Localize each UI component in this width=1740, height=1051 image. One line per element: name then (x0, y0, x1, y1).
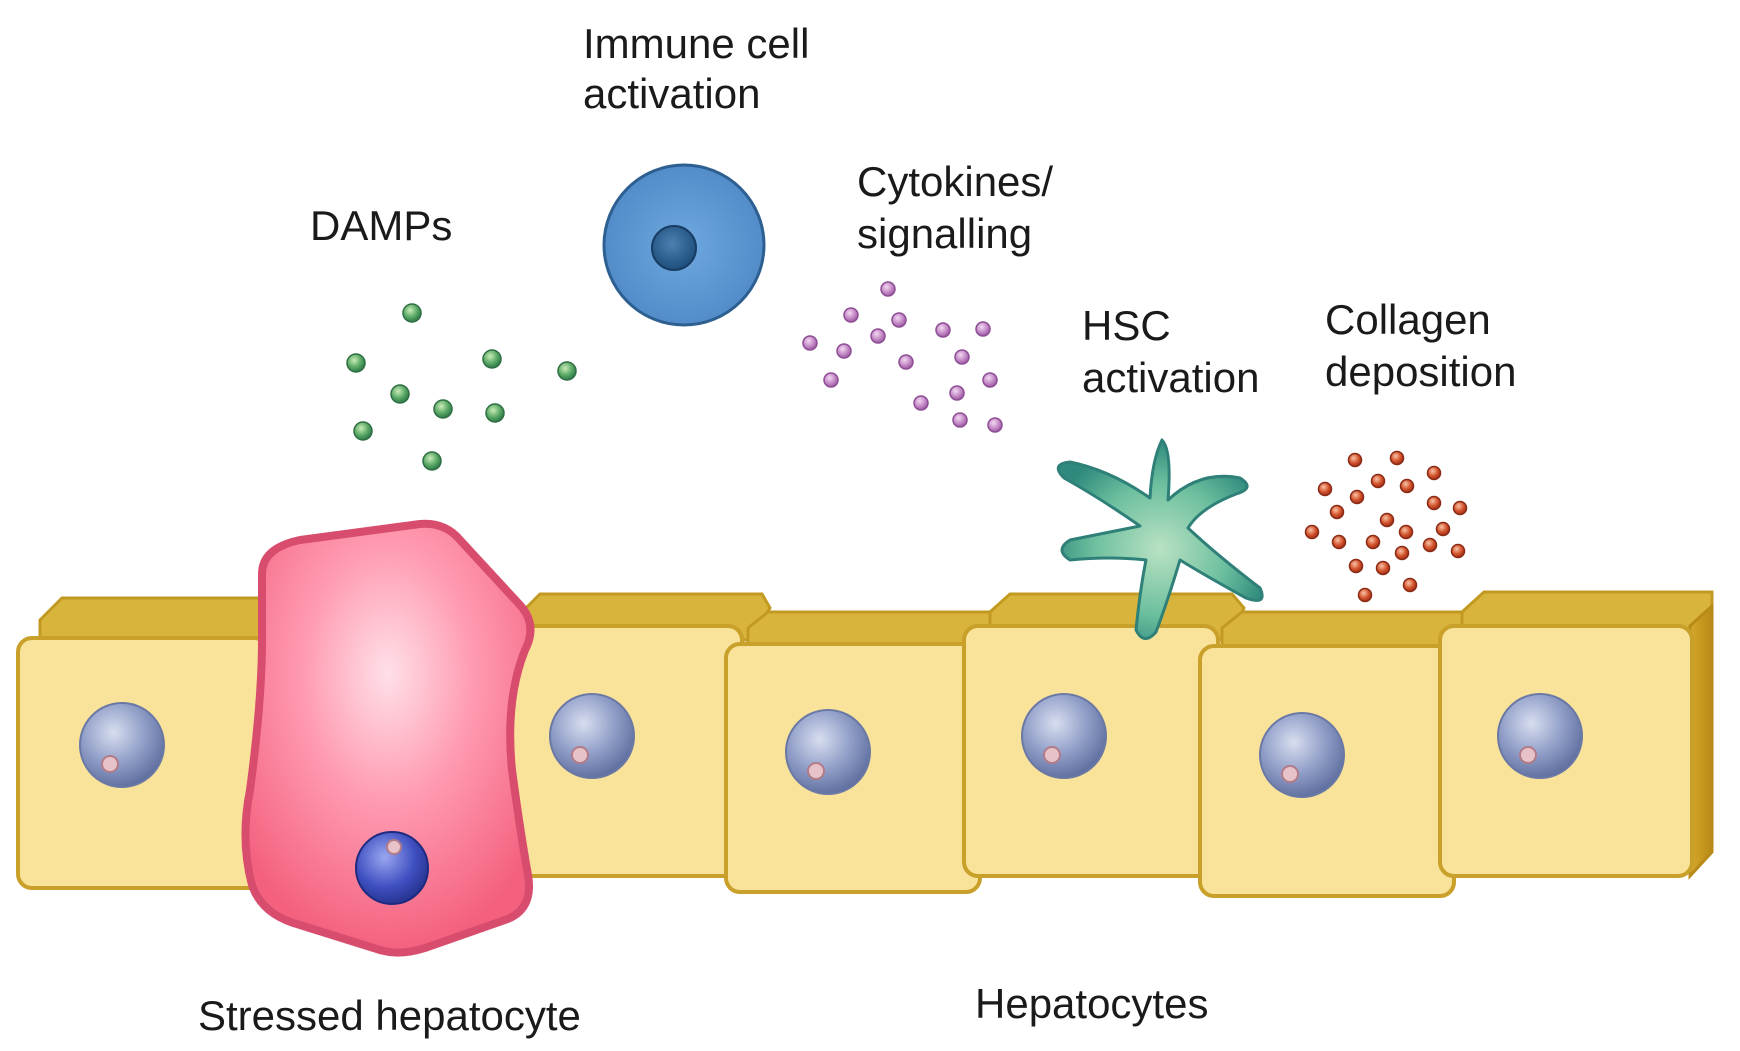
collagen-particle (1435, 521, 1451, 537)
collagen-particle (1347, 452, 1363, 468)
cytokines-label-line1: Cytokines/ (857, 158, 1053, 205)
collagen-particle (1450, 543, 1466, 559)
hsc-label-line2: activation (1082, 354, 1259, 401)
collagen-particle (1398, 524, 1414, 540)
cytokine-particle (952, 412, 968, 428)
collagen-particle (1426, 465, 1442, 481)
hepatocyte-cell (1198, 610, 1472, 898)
damp-particle (353, 421, 373, 441)
collagen-particle (1375, 560, 1391, 576)
damps-label: DAMPs (310, 202, 452, 249)
damp-particle (433, 399, 453, 419)
collagen-particle (1379, 512, 1395, 528)
nucleus (355, 831, 429, 905)
collagen-particle (1402, 577, 1418, 593)
cytokine-particle (913, 395, 929, 411)
hsc-label-line1: HSC (1082, 302, 1171, 349)
cytokine-particle (982, 372, 998, 388)
collagen-particle (1394, 545, 1410, 561)
cytokine-particle (843, 307, 859, 323)
cytokine-particle (949, 385, 965, 401)
nucleus (1021, 693, 1107, 779)
collagen-particle (1399, 478, 1415, 494)
collagen-label-line1: Collagen (1325, 296, 1491, 343)
cytokine-particle (975, 321, 991, 337)
damp-particle (485, 403, 505, 423)
cytokine-particle (870, 328, 886, 344)
damp-particle (482, 349, 502, 369)
cytokines-label-line2: signalling (857, 210, 1032, 257)
stressed-hepatocyte (241, 519, 535, 957)
collagen-particle (1452, 500, 1468, 516)
nucleus (1497, 693, 1583, 779)
collagen-particle (1329, 504, 1345, 520)
nucleus (1259, 712, 1345, 798)
damp-particle (557, 361, 577, 381)
collagen-particle (1349, 489, 1365, 505)
collagen-particles (1304, 450, 1468, 603)
collagen-particle (1317, 481, 1333, 497)
cytokine-particle (954, 349, 970, 365)
immune-cell-label-line1: Immune cell (583, 20, 809, 67)
cytokine-particle (987, 417, 1003, 433)
collagen-particle (1426, 495, 1442, 511)
nucleus (785, 709, 871, 795)
collagen-particle (1370, 473, 1386, 489)
collagen-particle (1348, 558, 1364, 574)
damp-particle (346, 353, 366, 373)
hepatocyte-cell (16, 596, 272, 890)
nucleus (549, 693, 635, 779)
damp-particle (390, 384, 410, 404)
collagen-particle (1422, 537, 1438, 553)
collagen-particle (1389, 450, 1405, 466)
hepatocyte-cell (962, 592, 1246, 878)
stressed-hepatocyte-label: Stressed hepatocyte (198, 992, 581, 1039)
cytokine-particles (802, 281, 1003, 433)
hepatocyte-cell (490, 592, 772, 878)
cytokine-particle (891, 312, 907, 328)
hepatic-stellate-cell (1056, 438, 1264, 640)
collagen-particle (1357, 587, 1373, 603)
cytokine-particle (836, 343, 852, 359)
damp-particles (346, 303, 577, 471)
hepatocyte-cell (724, 610, 1002, 894)
damp-particle (422, 451, 442, 471)
collagen-particle (1304, 524, 1320, 540)
cytokine-particle (898, 354, 914, 370)
collagen-particle (1365, 534, 1381, 550)
hepatocytes-label: Hepatocytes (975, 980, 1208, 1027)
damp-particle (402, 303, 422, 323)
collagen-label-line2: deposition (1325, 348, 1516, 395)
immune-cell (602, 163, 766, 327)
nucleus (79, 702, 165, 788)
cytokine-particle (802, 335, 818, 351)
hepatocyte-cell (1438, 590, 1714, 880)
cytokine-particle (823, 372, 839, 388)
collagen-particle (1331, 534, 1347, 550)
cytokine-particle (880, 281, 896, 297)
cytokine-particle (935, 322, 951, 338)
immune-cell-label-line2: activation (583, 70, 760, 117)
